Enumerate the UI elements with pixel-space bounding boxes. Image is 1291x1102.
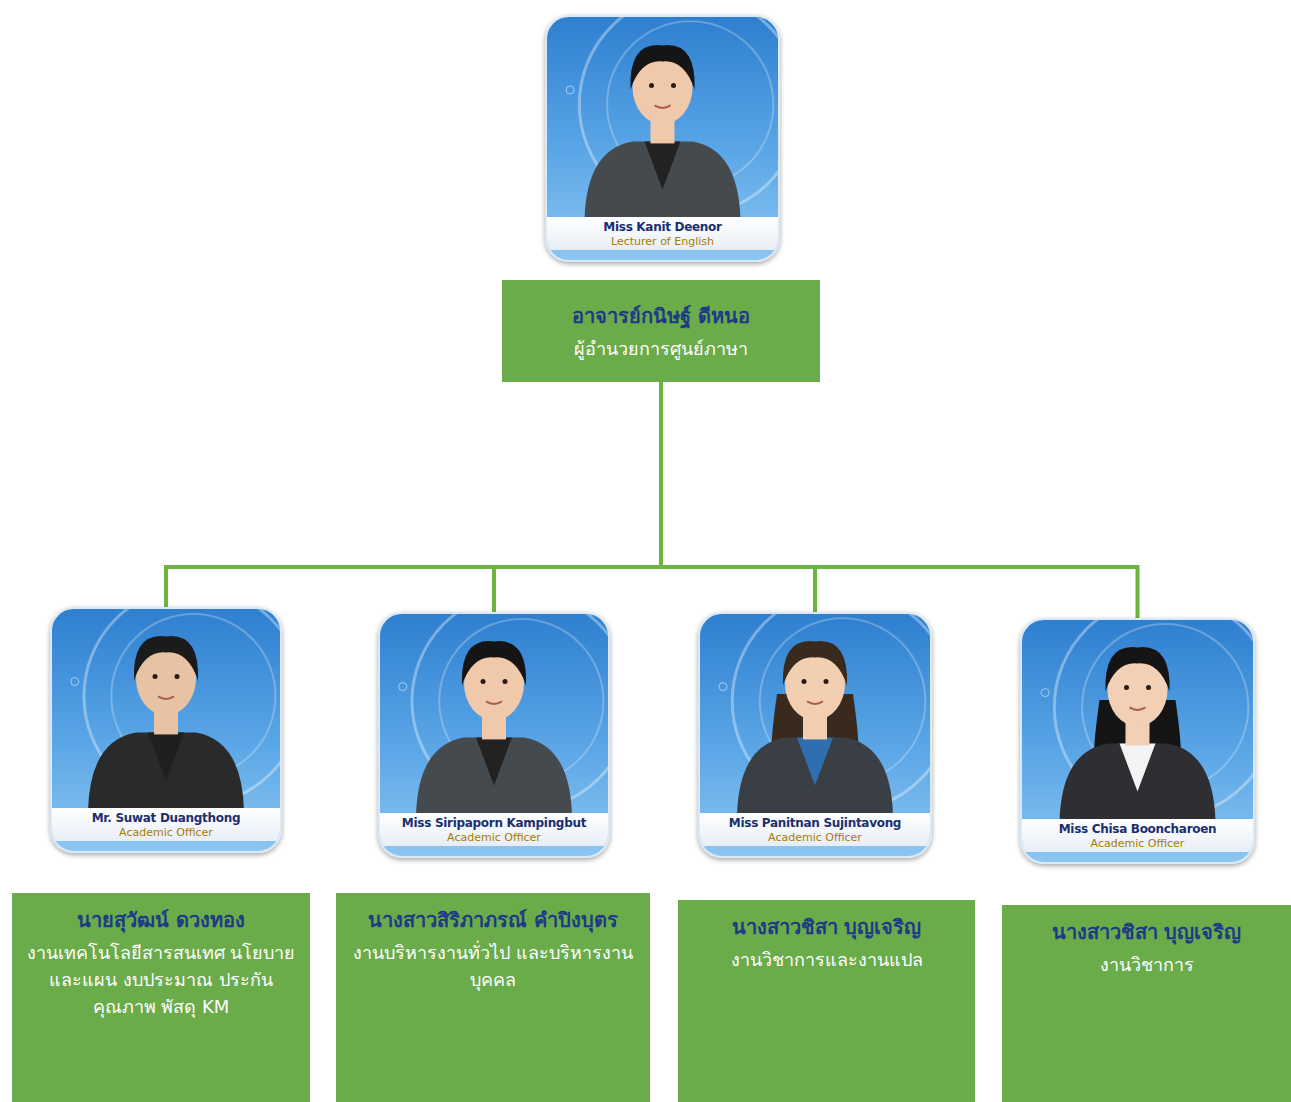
duty-text: งานวิชาการ bbox=[1100, 951, 1194, 978]
org-connector bbox=[661, 382, 815, 612]
name-band: Miss Kanit DeenorLecturer of English bbox=[547, 217, 778, 250]
person-name: Miss Kanit Deenor bbox=[551, 220, 774, 234]
hair bbox=[134, 636, 198, 680]
org-connector bbox=[166, 382, 661, 607]
suit bbox=[585, 141, 741, 219]
eye bbox=[671, 83, 676, 88]
duty-text: งานเทคโนโลยีสารสนเทศ นโยบายและแผน งบประม… bbox=[24, 939, 298, 1020]
eye bbox=[153, 674, 158, 679]
suit bbox=[737, 737, 893, 815]
org-connector bbox=[494, 382, 661, 612]
shirt bbox=[645, 141, 681, 189]
seal-dot bbox=[71, 678, 79, 686]
photo-card: Miss Siripaporn KampingbutAcademic Offic… bbox=[378, 612, 610, 858]
eye bbox=[503, 679, 508, 684]
duty-text: งานบริหารงานทั่วไป และบริหารงานบุคคล bbox=[348, 939, 638, 993]
person-name: Miss Panitnan Sujintavong bbox=[704, 816, 926, 830]
photo-card: Mr. Suwat DuangthongAcademic Officer bbox=[50, 607, 282, 853]
photo-card: Miss Panitnan SujintavongAcademic Office… bbox=[698, 612, 932, 858]
eye bbox=[1124, 685, 1129, 690]
name-band: Mr. Suwat DuangthongAcademic Officer bbox=[52, 808, 280, 841]
seal-dot bbox=[399, 683, 407, 691]
duty-text: งานวิชาการและงานแปล bbox=[731, 946, 923, 973]
position-title: Academic Officer bbox=[704, 831, 926, 844]
mouth bbox=[655, 105, 671, 108]
shirt bbox=[148, 732, 184, 780]
photo-card: Miss Kanit DeenorLecturer of English bbox=[545, 15, 780, 262]
hair bbox=[1105, 647, 1169, 691]
eye bbox=[802, 679, 807, 684]
mouth bbox=[1130, 707, 1146, 710]
mouth bbox=[486, 701, 502, 704]
seal-dot bbox=[1041, 689, 1049, 697]
position-title: Academic Officer bbox=[384, 831, 604, 844]
eye bbox=[481, 679, 486, 684]
role-box: นางสาวชิสา บุญเจริญงานวิชาการและงานแปล bbox=[678, 900, 975, 1102]
role-box: นางสาวสิริภาภรณ์ คำปิงบุตรงานบริหารงานทั… bbox=[336, 893, 650, 1102]
person-name: นางสาวชิสา บุญเจริญ bbox=[1052, 917, 1242, 947]
hair bbox=[462, 641, 526, 685]
person-name: นางสาวสิริภาภรณ์ คำปิงบุตร bbox=[368, 905, 618, 935]
role-box: นายสุวัฒน์ ดวงทองงานเทคโนโลยีสารสนเทศ นโ… bbox=[12, 893, 310, 1102]
person-name: Miss Siripaporn Kampingbut bbox=[384, 816, 604, 830]
name-band: Miss Siripaporn KampingbutAcademic Offic… bbox=[380, 813, 608, 846]
position-title: Academic Officer bbox=[1026, 837, 1249, 850]
eye bbox=[175, 674, 180, 679]
person-name: อาจารย์กนิษฐ์ ดีหนอ bbox=[572, 301, 750, 331]
duty-text: ผู้อำนวยการศูนย์ภาษา bbox=[574, 335, 748, 362]
shirt bbox=[476, 737, 512, 785]
hair bbox=[630, 45, 694, 89]
person-name: Mr. Suwat Duangthong bbox=[56, 811, 276, 825]
person-name: นายสุวัฒน์ ดวงทอง bbox=[77, 905, 245, 935]
eye bbox=[649, 83, 654, 88]
suit bbox=[416, 737, 572, 815]
hair bbox=[783, 641, 847, 685]
name-band: Miss Chisa BooncharoenAcademic Officer bbox=[1022, 819, 1253, 852]
org-connector bbox=[661, 382, 1138, 618]
photo-card: Miss Chisa BooncharoenAcademic Officer bbox=[1020, 618, 1255, 864]
shirt bbox=[797, 737, 833, 785]
suit bbox=[1060, 743, 1216, 821]
mouth bbox=[158, 696, 174, 699]
suit bbox=[88, 732, 244, 810]
person-name: Miss Chisa Booncharoen bbox=[1026, 822, 1249, 836]
mouth bbox=[807, 701, 823, 704]
position-title: Lecturer of English bbox=[551, 235, 774, 248]
eye bbox=[1146, 685, 1151, 690]
person-name: นางสาวชิสา บุญเจริญ bbox=[732, 912, 922, 942]
role-box: นางสาวชิสา บุญเจริญงานวิชาการ bbox=[1002, 905, 1291, 1102]
position-title: Academic Officer bbox=[56, 826, 276, 839]
eye bbox=[824, 679, 829, 684]
seal-dot bbox=[719, 683, 727, 691]
name-band: Miss Panitnan SujintavongAcademic Office… bbox=[700, 813, 930, 846]
role-box: อาจารย์กนิษฐ์ ดีหนอผู้อำนวยการศูนย์ภาษา bbox=[502, 280, 820, 382]
shirt bbox=[1120, 743, 1156, 791]
seal-dot bbox=[566, 86, 574, 94]
